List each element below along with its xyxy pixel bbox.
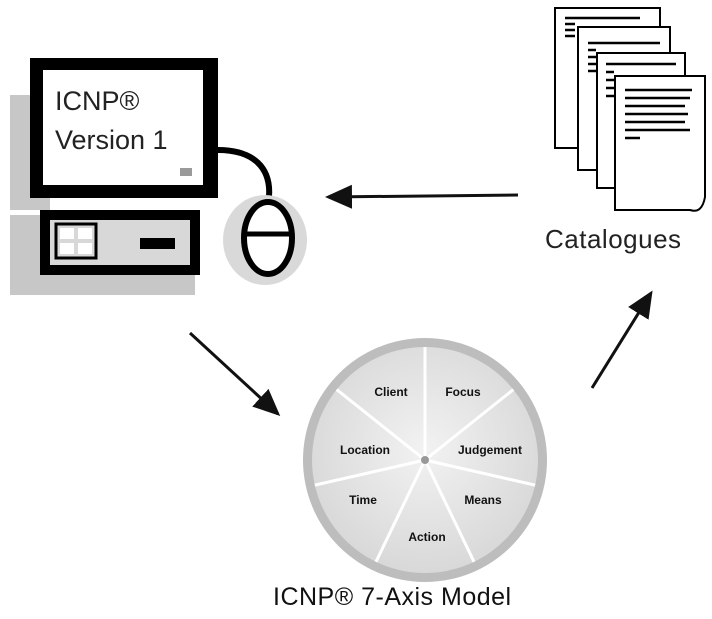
axis-label-means: Means: [464, 493, 502, 507]
seven-axis-wheel: [303, 338, 547, 582]
axis-label-focus: Focus: [445, 385, 481, 399]
screen-title-line1: ICNP®: [55, 86, 140, 116]
arrow-catalogues-to-computer: [325, 184, 519, 209]
axis-label-judgement: Judgement: [458, 443, 522, 457]
mouse-cable: [217, 147, 273, 206]
arrow-computer-to-model: [188, 331, 281, 417]
wheel-spoke: [423, 459, 476, 563]
mouse-icon: [223, 195, 307, 285]
wheel-spoke: [424, 458, 536, 487]
axis-label-time: Time: [349, 493, 377, 507]
catalogues-label: Catalogues: [545, 224, 682, 254]
axis-labels: Client Focus Judgement Means Action Time…: [340, 385, 522, 544]
model-label: ICNP® 7-Axis Model: [273, 583, 512, 611]
screen-title-line2: Version 1: [55, 125, 168, 155]
arrow-model-to-catalogues: [590, 290, 653, 389]
wheel-spoke: [374, 459, 427, 563]
axis-label-client: Client: [374, 385, 407, 399]
axis-label-action: Action: [408, 530, 445, 544]
wheel-spoke: [314, 458, 426, 487]
computer-icon: [10, 58, 218, 295]
catalogue-documents-icon: [554, 7, 706, 212]
wheel-spoke: [335, 388, 426, 462]
axis-label-location: Location: [340, 443, 390, 457]
wheel-spoke: [424, 388, 515, 462]
